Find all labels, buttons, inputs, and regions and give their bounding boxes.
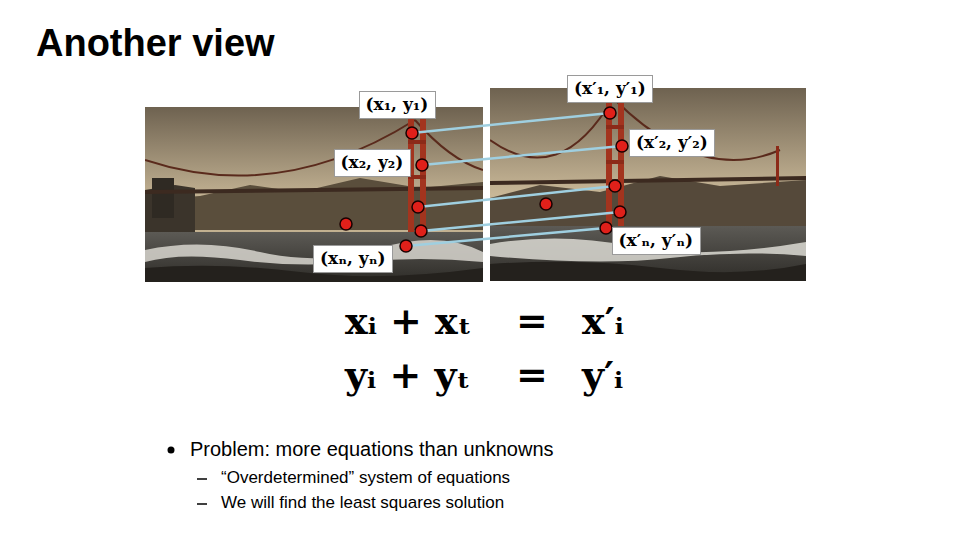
left-photo xyxy=(145,107,483,282)
equals-sign: = xyxy=(516,352,548,398)
sub-bullet-text: “Overdetermined” system of equations xyxy=(221,468,510,488)
point-label: (x′₂, y′₂) xyxy=(629,129,715,157)
match-lines xyxy=(406,113,622,246)
bullet-dot xyxy=(168,447,175,454)
feature-dots xyxy=(340,107,628,252)
coordinate-label: (x₂, y₂) xyxy=(341,152,404,173)
coordinate-label: (x′₁, y′₁) xyxy=(574,78,646,99)
equation-term: yᵢ + yₜ xyxy=(345,352,471,398)
bullet-dash xyxy=(197,478,207,480)
equation-term: y′ᵢ xyxy=(582,352,623,398)
right-photo xyxy=(490,88,806,281)
point-label: (x₂, y₂) xyxy=(334,149,411,177)
equals-sign: = xyxy=(516,298,548,344)
point-label: (x′ₙ, y′ₙ) xyxy=(612,227,701,255)
equation-term: x′ᵢ xyxy=(582,298,624,344)
coordinate-label: (x′₂, y′₂) xyxy=(636,132,708,153)
coordinate-label: (xₙ, yₙ) xyxy=(320,248,386,269)
equation-term: xᵢ + xₜ xyxy=(345,298,472,344)
point-label: (x′₁, y′₁) xyxy=(567,75,653,103)
bullet-text: Problem: more equations than unknowns xyxy=(190,437,554,461)
bullet-dash xyxy=(197,503,207,505)
coordinate-label: (x′ₙ, y′ₙ) xyxy=(619,230,694,251)
point-label: (xₙ, yₙ) xyxy=(313,245,393,273)
point-label: (x₁, y₁) xyxy=(359,91,436,119)
sub-bullet-text: We will find the least squares solution xyxy=(221,493,504,513)
slide-title: Another view xyxy=(36,22,275,65)
coordinate-label: (x₁, y₁) xyxy=(366,94,429,115)
